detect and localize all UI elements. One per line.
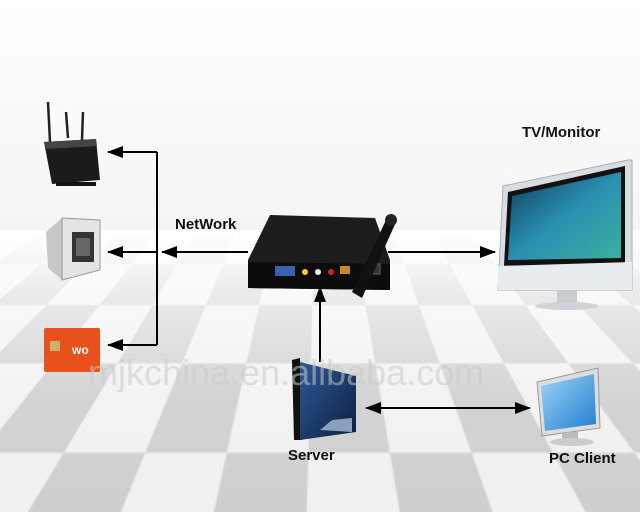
server-label: Server xyxy=(288,447,335,464)
wifi-router-icon xyxy=(44,101,100,186)
watermark: mjkchina.en.alibaba.com xyxy=(88,352,485,393)
pc-monitor-icon xyxy=(536,367,601,446)
tv-monitor-label: TV/Monitor xyxy=(522,124,601,141)
network-label: NetWork xyxy=(175,216,237,233)
server-icon xyxy=(292,358,356,440)
media-player-box-icon xyxy=(248,214,397,298)
pc-client-label: PC Client xyxy=(549,450,616,467)
sim-card-icon: wo xyxy=(44,328,100,372)
rj45-jack-icon xyxy=(46,217,101,281)
network-bus-connector xyxy=(107,146,158,351)
monitor-icon xyxy=(497,159,633,310)
svg-text:wo: wo xyxy=(71,343,89,357)
